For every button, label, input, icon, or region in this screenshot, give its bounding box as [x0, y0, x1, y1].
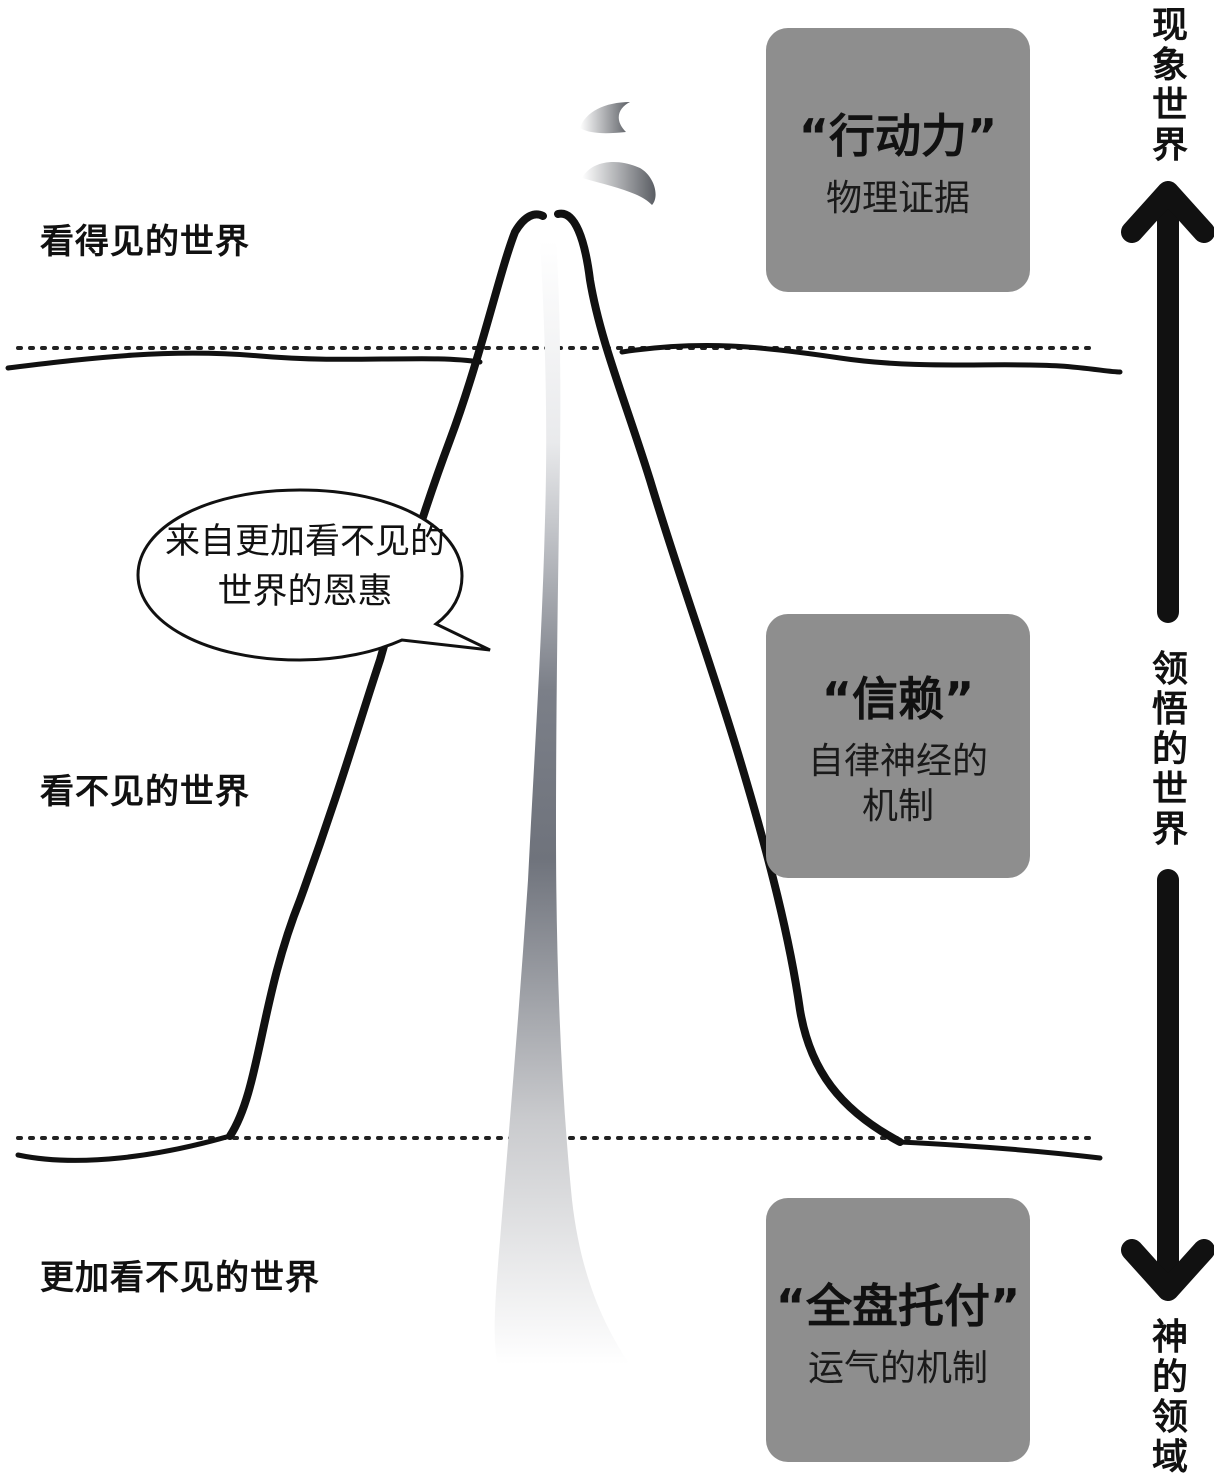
- axis-arrowhead-down: [1121, 1239, 1214, 1301]
- speech-bubble: [136, 488, 491, 662]
- box-surrender: “全盘托付” 运气的机制: [766, 1198, 1030, 1462]
- smoke-puff-bottom: [582, 162, 656, 205]
- box-surrender-title: “全盘托付”: [775, 1278, 1021, 1333]
- smoke-puff-top: [580, 102, 630, 134]
- zone-label-invisible: 看不见的世界: [40, 772, 250, 812]
- zone-label-more-invisible: 更加看不见的世界: [40, 1258, 320, 1298]
- box-action-title: “行动力”: [798, 108, 998, 163]
- box-trust-title: “信赖”: [821, 672, 975, 726]
- mountain-left-slope: [226, 210, 547, 1140]
- axis-label-middle: 领悟的世界: [1151, 649, 1188, 850]
- bubble-text: 来自更加看不见的世界的恩惠: [164, 522, 445, 612]
- box-trust: “信赖” 自律神经的 机制: [766, 614, 1030, 878]
- axis-label-bottom: 神的领域: [1151, 1317, 1188, 1478]
- box-trust-subtitle: 自律神经的 机制: [807, 741, 988, 827]
- box-action: “行动力” 物理证据: [766, 28, 1030, 292]
- box-action-subtitle: 物理证据: [825, 177, 970, 219]
- surface-wave-lower: [15, 1133, 1103, 1163]
- surface-wave-upper: [5, 342, 1123, 375]
- axis-arrowhead-up: [1121, 181, 1214, 243]
- light-beam: [494, 240, 630, 1365]
- mountain-right-slope: [554, 209, 904, 1146]
- axis-label-top: 现象世界: [1151, 5, 1188, 166]
- box-surrender-subtitle: 运气的机制: [807, 1347, 988, 1389]
- zone-label-visible: 看得见的世界: [40, 222, 250, 262]
